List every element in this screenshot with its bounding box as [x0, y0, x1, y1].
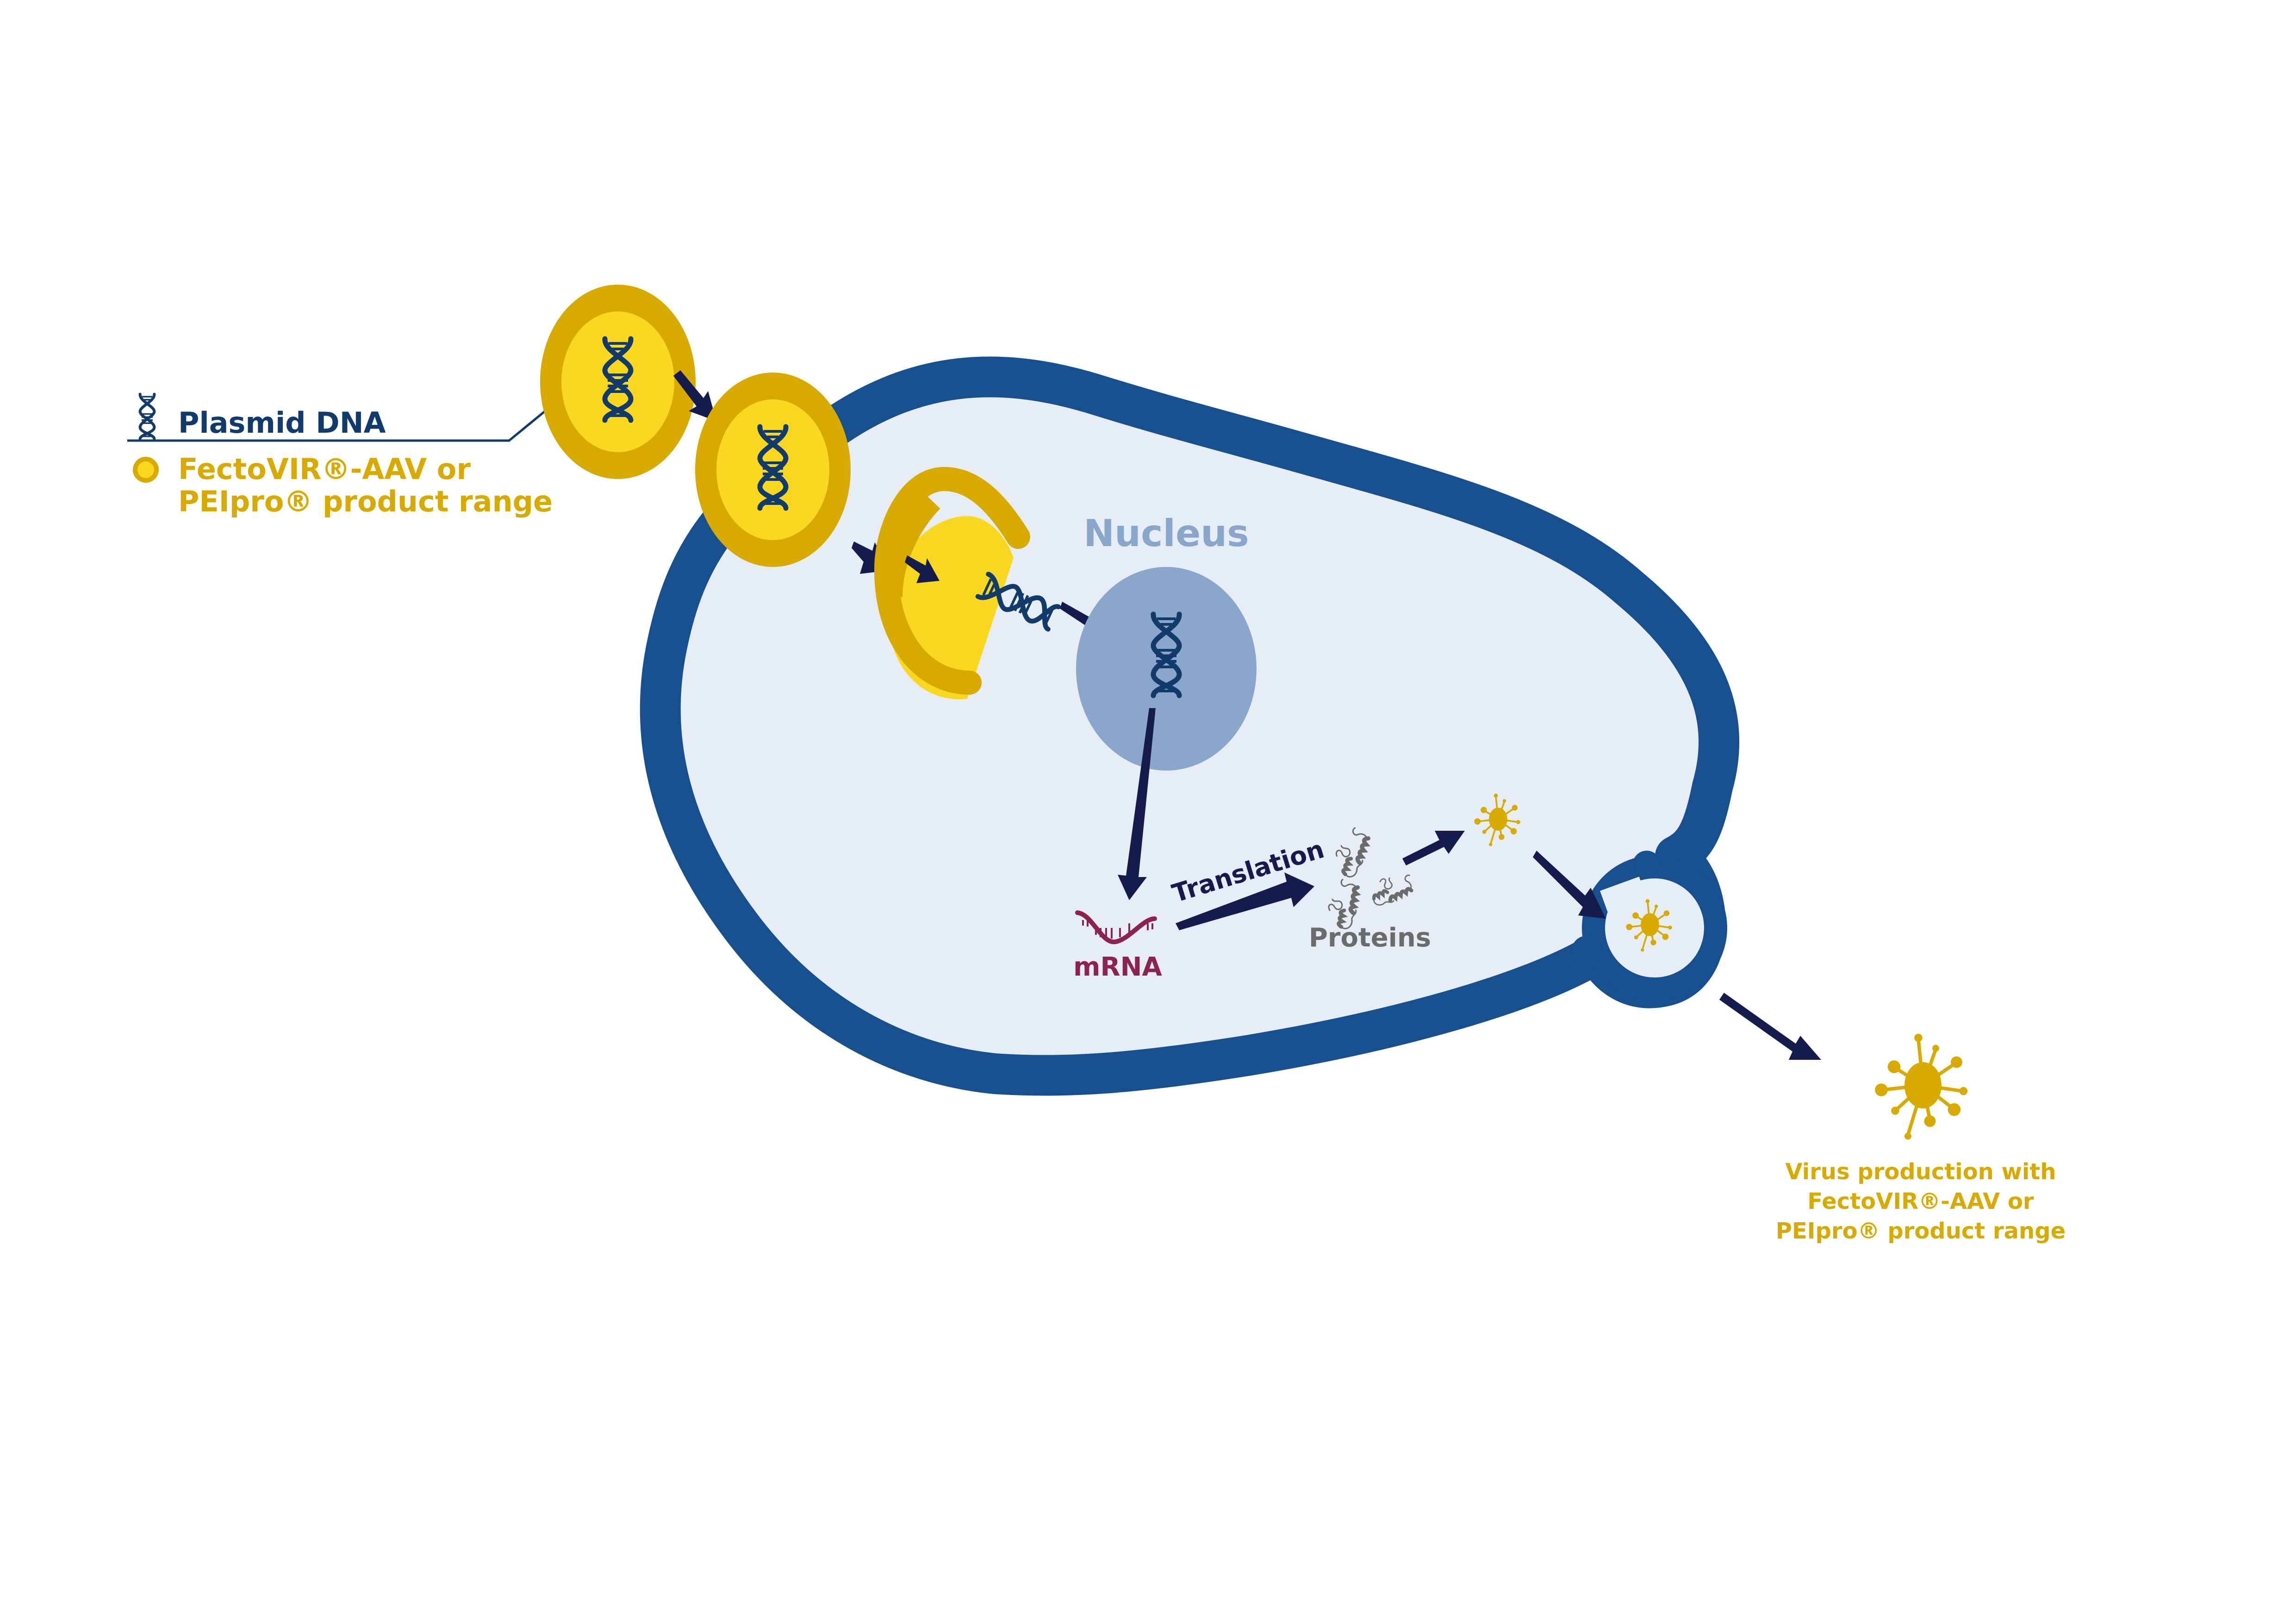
output-line3: PEIpro® product range [1776, 1218, 2066, 1244]
legend-product-line1: FectoVIR®-AAV or [178, 452, 471, 486]
legend-product-line2: PEIpro® product range [178, 485, 553, 518]
output-line1: Virus production with [1785, 1159, 2056, 1185]
mrna: mRNA [1073, 910, 1162, 982]
proteins: Proteins [1309, 825, 1431, 953]
nucleus-label: Nucleus [1083, 512, 1249, 555]
output-caption: Virus production with FectoVIR®-AAV or P… [1776, 1159, 2066, 1244]
yellow-particle-icon [133, 457, 159, 483]
arrow-assembly [1402, 831, 1465, 865]
polyplex-outside [540, 285, 696, 479]
endosome-release [874, 467, 1058, 699]
legend-plasmid-label: Plasmid DNA [178, 406, 386, 440]
dna-helix-icon [140, 394, 155, 439]
proteins-label: Proteins [1309, 923, 1431, 953]
nucleus: Nucleus [1076, 512, 1257, 771]
arrow-transcription [1118, 708, 1156, 900]
bud-neck-bottom [1572, 936, 1601, 965]
arrow-3 [905, 555, 940, 583]
arrow-release [1719, 993, 1821, 1060]
legend-leader-line [127, 402, 556, 442]
polyplex-membrane [695, 373, 851, 567]
arrow-translation [1176, 872, 1314, 930]
legend: Plasmid DNA FectoVIR®-AAV or PEIpro® pro… [127, 394, 556, 518]
virus-large-icon [1875, 1034, 1967, 1140]
arrow-budding [1533, 851, 1606, 919]
output-line2: FectoVIR®-AAV or [1807, 1188, 2034, 1214]
arrow-1 [673, 370, 716, 421]
bud-neck-top [1633, 851, 1661, 878]
mrna-label: mRNA [1073, 952, 1162, 982]
